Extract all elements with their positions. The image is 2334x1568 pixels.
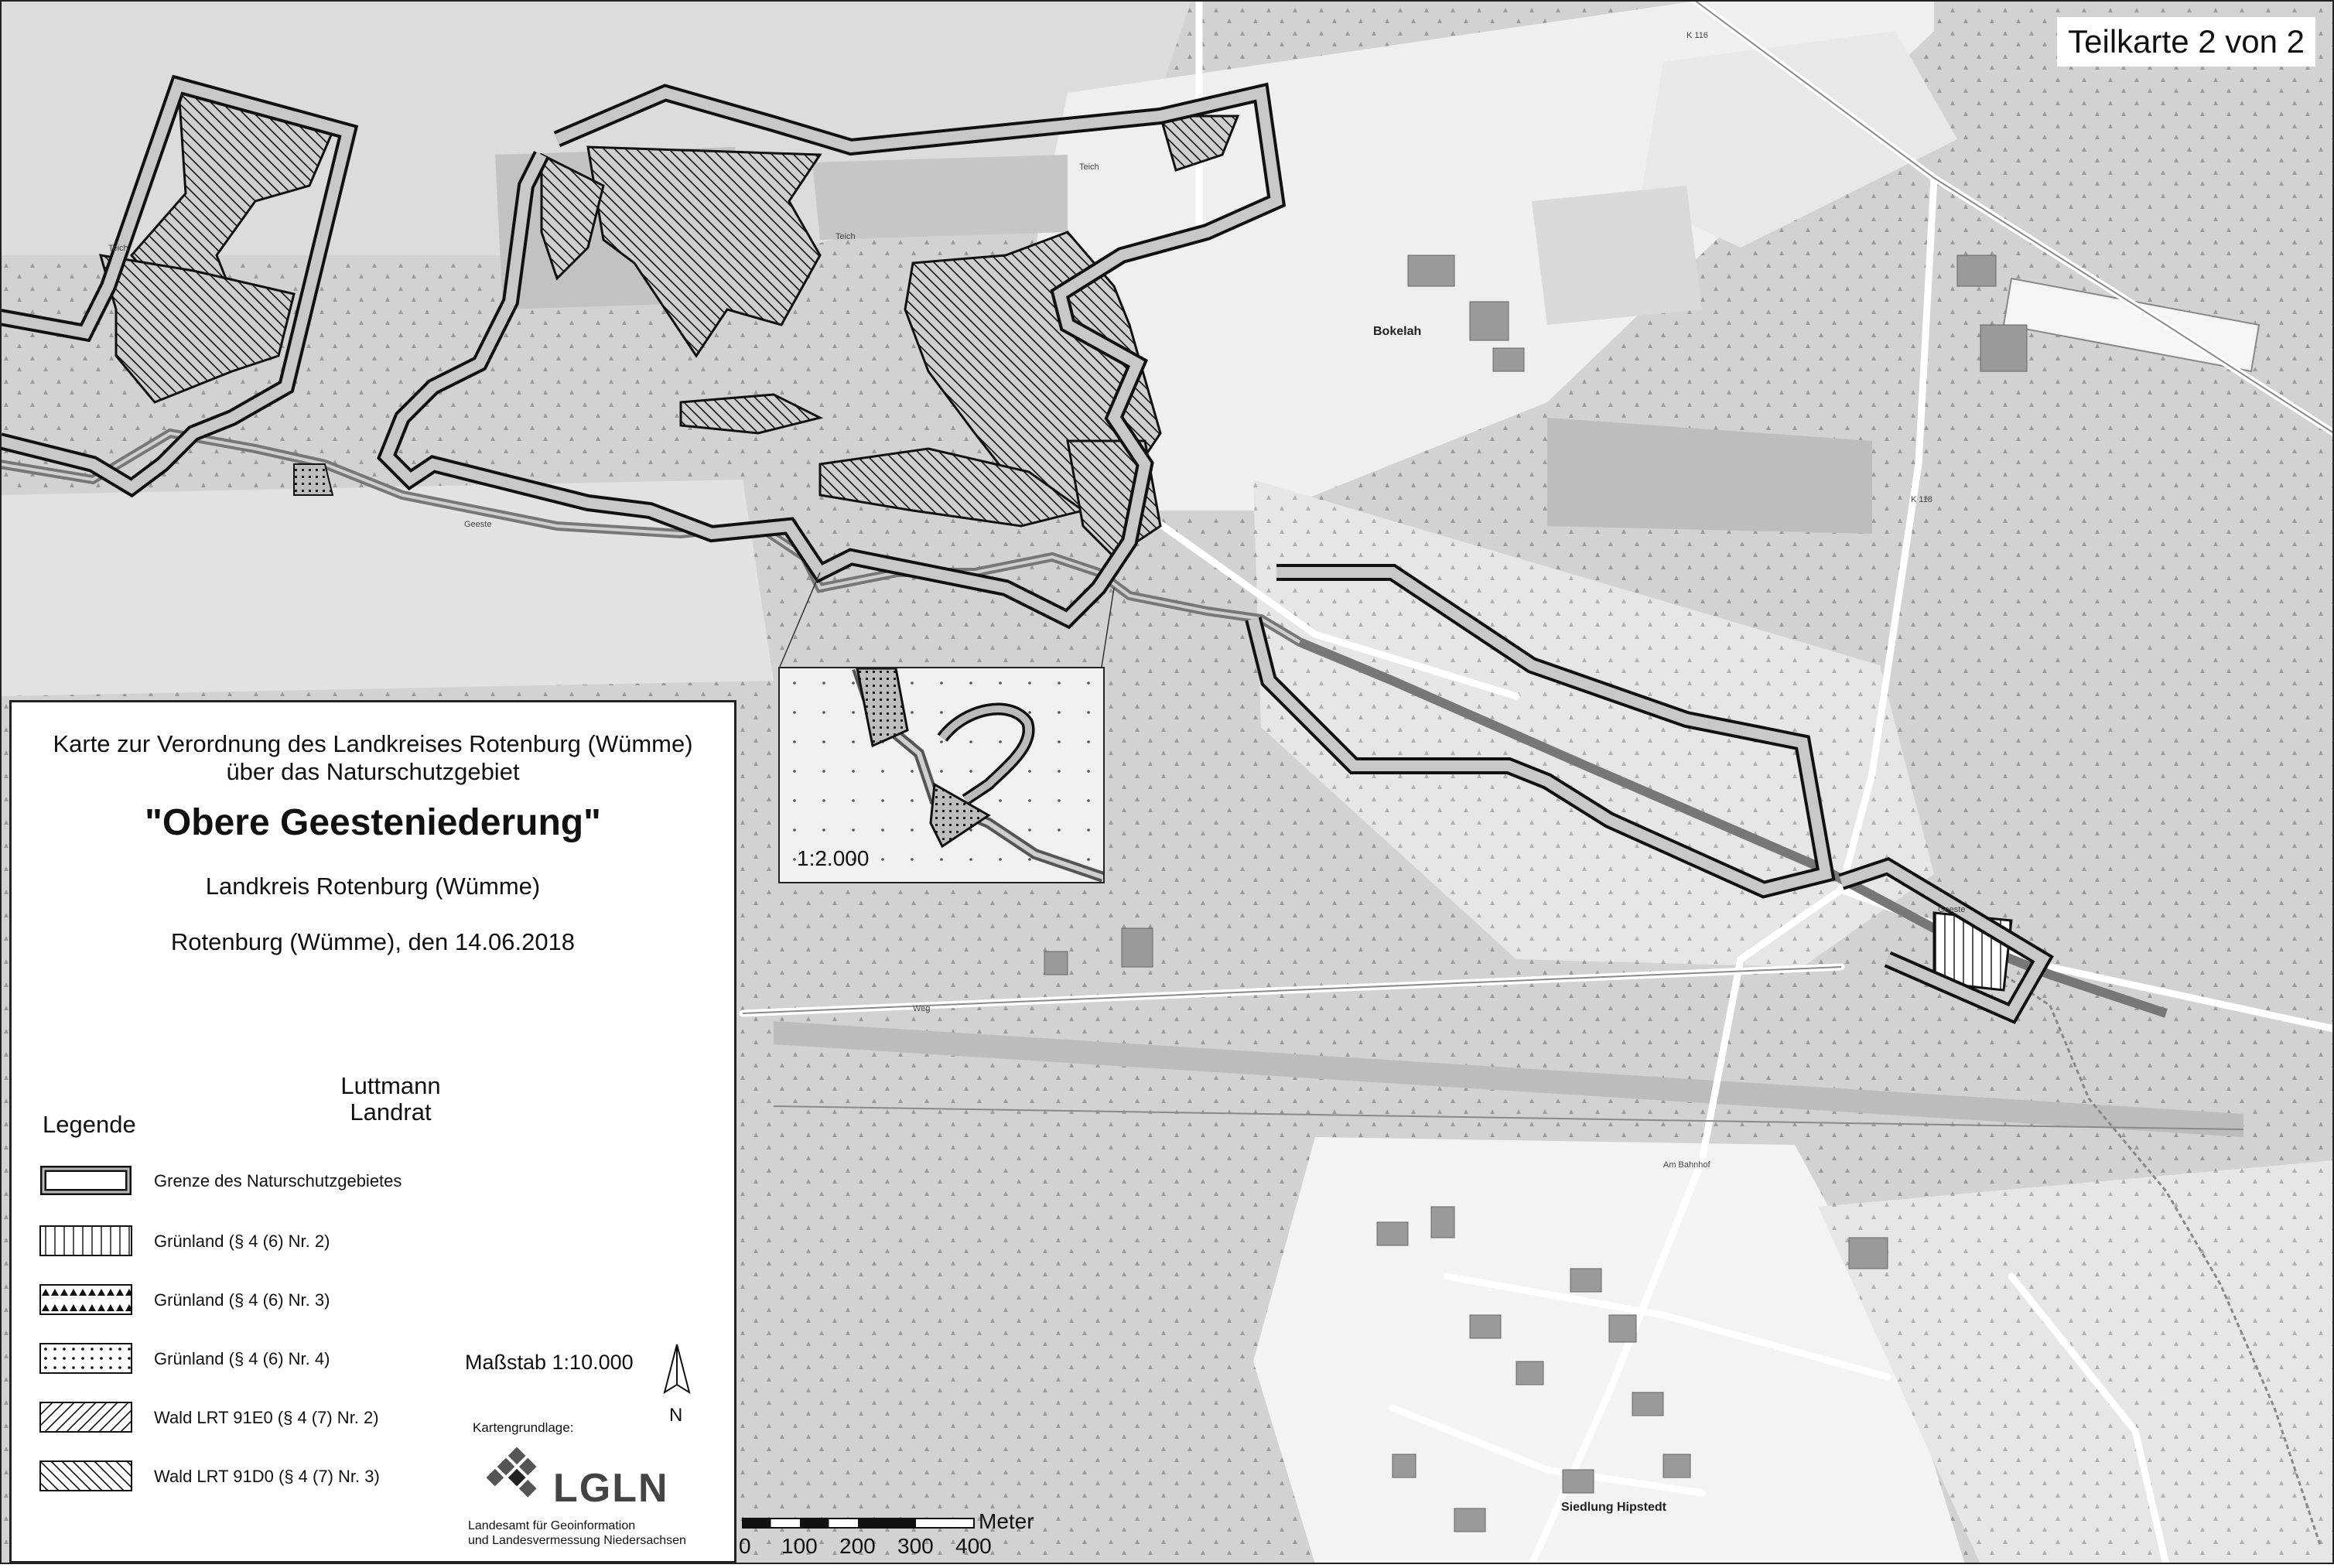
legend-label-boundary: Grenze des Naturschutzgebietes	[154, 1171, 402, 1191]
map-label-k118: K 118	[1911, 495, 1932, 504]
sheet-label: Teilkarte 2 von 2	[2057, 17, 2315, 67]
agency-line-1: Landesamt für Geoinformation	[468, 1519, 636, 1532]
map-label-k116: K 116	[1686, 31, 1708, 40]
scale-tick-300: 300	[897, 1534, 934, 1558]
scale-bar-unit: Meter	[979, 1509, 1034, 1533]
agency-line-2: und Landesvermessung Niedersachsen	[468, 1534, 686, 1547]
district-name: Landkreis Rotenburg (Wümme)	[205, 873, 541, 900]
north-arrow-icon	[663, 1344, 691, 1395]
legend-swatch-dots	[39, 1343, 132, 1374]
map-label-teich-2: Teich	[836, 232, 856, 241]
legend-label-gruenland-2: Grünland (§ 4 (6) Nr. 2)	[154, 1232, 330, 1251]
title-legend-panel: Karte zur Verordnung des Landkreises Rot…	[9, 700, 736, 1563]
map-label-geeste-2: Geeste	[1938, 905, 1966, 914]
title-line-1: Karte zur Verordnung des Landkreises Rot…	[53, 730, 693, 757]
scale-tick-0: 0	[739, 1534, 751, 1558]
signer-title: Landrat	[350, 1098, 432, 1126]
map-label-am-bahnhof: Am Bahnhof	[1663, 1160, 1710, 1170]
map-label-weg: Weg	[913, 1004, 931, 1013]
map-label-teich-3: Teich	[1079, 162, 1099, 172]
legend-swatch-boundary	[40, 1166, 132, 1195]
agency-name: Landesamt für Geoinformation und Landesv…	[468, 1518, 686, 1548]
north-arrow-label: N	[669, 1405, 683, 1426]
lgln-logo-text: LGLN	[553, 1466, 669, 1511]
map-label-teich-1: Teich	[108, 244, 128, 253]
scale-tick-400: 400	[955, 1534, 992, 1558]
legend-title: Legende	[43, 1111, 136, 1138]
inset-canvas	[780, 668, 1103, 882]
scale-bar-graphic	[742, 1518, 975, 1529]
inset-map[interactable]: 1:2.000	[778, 667, 1105, 883]
signer-name: Luttmann	[340, 1072, 441, 1099]
map-label-geeste-1: Geeste	[464, 520, 492, 529]
lgln-logo-icon	[486, 1447, 537, 1498]
legend-label-wald-91d0: Wald LRT 91D0 (§ 4 (7) Nr. 3)	[154, 1467, 380, 1486]
scale-tick-200: 200	[839, 1534, 876, 1558]
place-date: Rotenburg (Wümme), den 14.06.2018	[170, 928, 576, 955]
scale-label: Maßstab 1:10.000	[465, 1351, 634, 1374]
legend-swatch-vertical	[39, 1225, 132, 1256]
legend-swatch-triangles	[39, 1284, 132, 1315]
place-label-bokelah: Bokelah	[1373, 325, 1422, 338]
legend-label-gruenland-4: Grünland (§ 4 (6) Nr. 4)	[154, 1349, 330, 1368]
place-label-siedlung: Siedlung Hipstedt	[1561, 1501, 1666, 1514]
kartengrundlage-label: Kartengrundlage:	[473, 1420, 574, 1435]
legend-label-wald-91e0: Wald LRT 91E0 (§ 4 (7) Nr. 2)	[154, 1408, 379, 1427]
legend-swatch-diagonal-backward	[39, 1460, 132, 1491]
title-line-2: über das Naturschutzgebiet	[226, 758, 520, 785]
reserve-name: "Obere Geesteniederung"	[145, 802, 601, 843]
legend-swatch-diagonal-forward	[39, 1402, 132, 1433]
scale-bar: Meter 0 100 200 300 400	[739, 1509, 1034, 1559]
inset-scale-label: 1:2.000	[797, 846, 870, 870]
scale-tick-100: 100	[781, 1534, 818, 1558]
legend-label-gruenland-3: Grünland (§ 4 (6) Nr. 3)	[154, 1290, 330, 1310]
